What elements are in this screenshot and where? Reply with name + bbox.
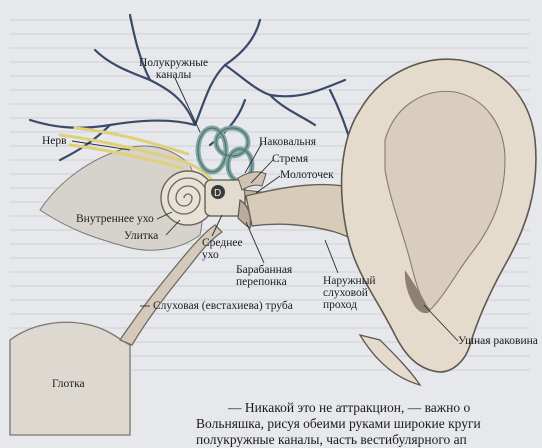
label-eardrum-line2: перепонка: [236, 276, 292, 288]
body-text-line-2: Вольняшка, рисуя обеими руками широкие к…: [196, 416, 481, 432]
label-nerve: Нерв: [42, 135, 67, 147]
label-eardrum: Барабанная перепонка: [236, 264, 292, 288]
label-middle-ear-line1: Среднее: [202, 237, 243, 249]
label-ear-canal: Наружный слуховой проход: [323, 275, 376, 311]
label-stapes: Стремя: [272, 153, 308, 165]
label-semicircular-canals: Полукружные каналы: [139, 57, 208, 81]
label-ear-canal-line3: проход: [323, 299, 376, 311]
body-text-line-3: полукружные каналы, часть вестибулярного…: [196, 432, 467, 448]
label-inner-ear: Внутреннее ухо: [76, 213, 154, 225]
label-incus: Наковальня: [259, 136, 316, 148]
label-cochlea: Улитка: [124, 230, 158, 242]
label-auricle: Ушная раковина: [458, 335, 538, 347]
label-ear-canal-line1: Наружный: [323, 275, 376, 287]
label-semicircular-canals-line1: Полукружные: [139, 57, 208, 69]
label-eustachian-tube: Слуховая (евстахиева) труба: [153, 300, 293, 312]
svg-text:D: D: [214, 188, 221, 199]
label-ear-canal-line2: слуховой: [323, 287, 376, 299]
body-text-line-1: — Никакой это не аттракцион, — важно о: [228, 400, 470, 416]
label-malleus: Молоточек: [280, 169, 334, 181]
label-semicircular-canals-line2: каналы: [139, 69, 208, 81]
label-middle-ear-line2: ухо: [202, 249, 243, 261]
label-middle-ear: Среднее ухо: [202, 237, 243, 261]
label-pharynx: Глотка: [52, 378, 85, 390]
ear-anatomy-page: D: [0, 0, 542, 439]
label-eardrum-line1: Барабанная: [236, 264, 292, 276]
